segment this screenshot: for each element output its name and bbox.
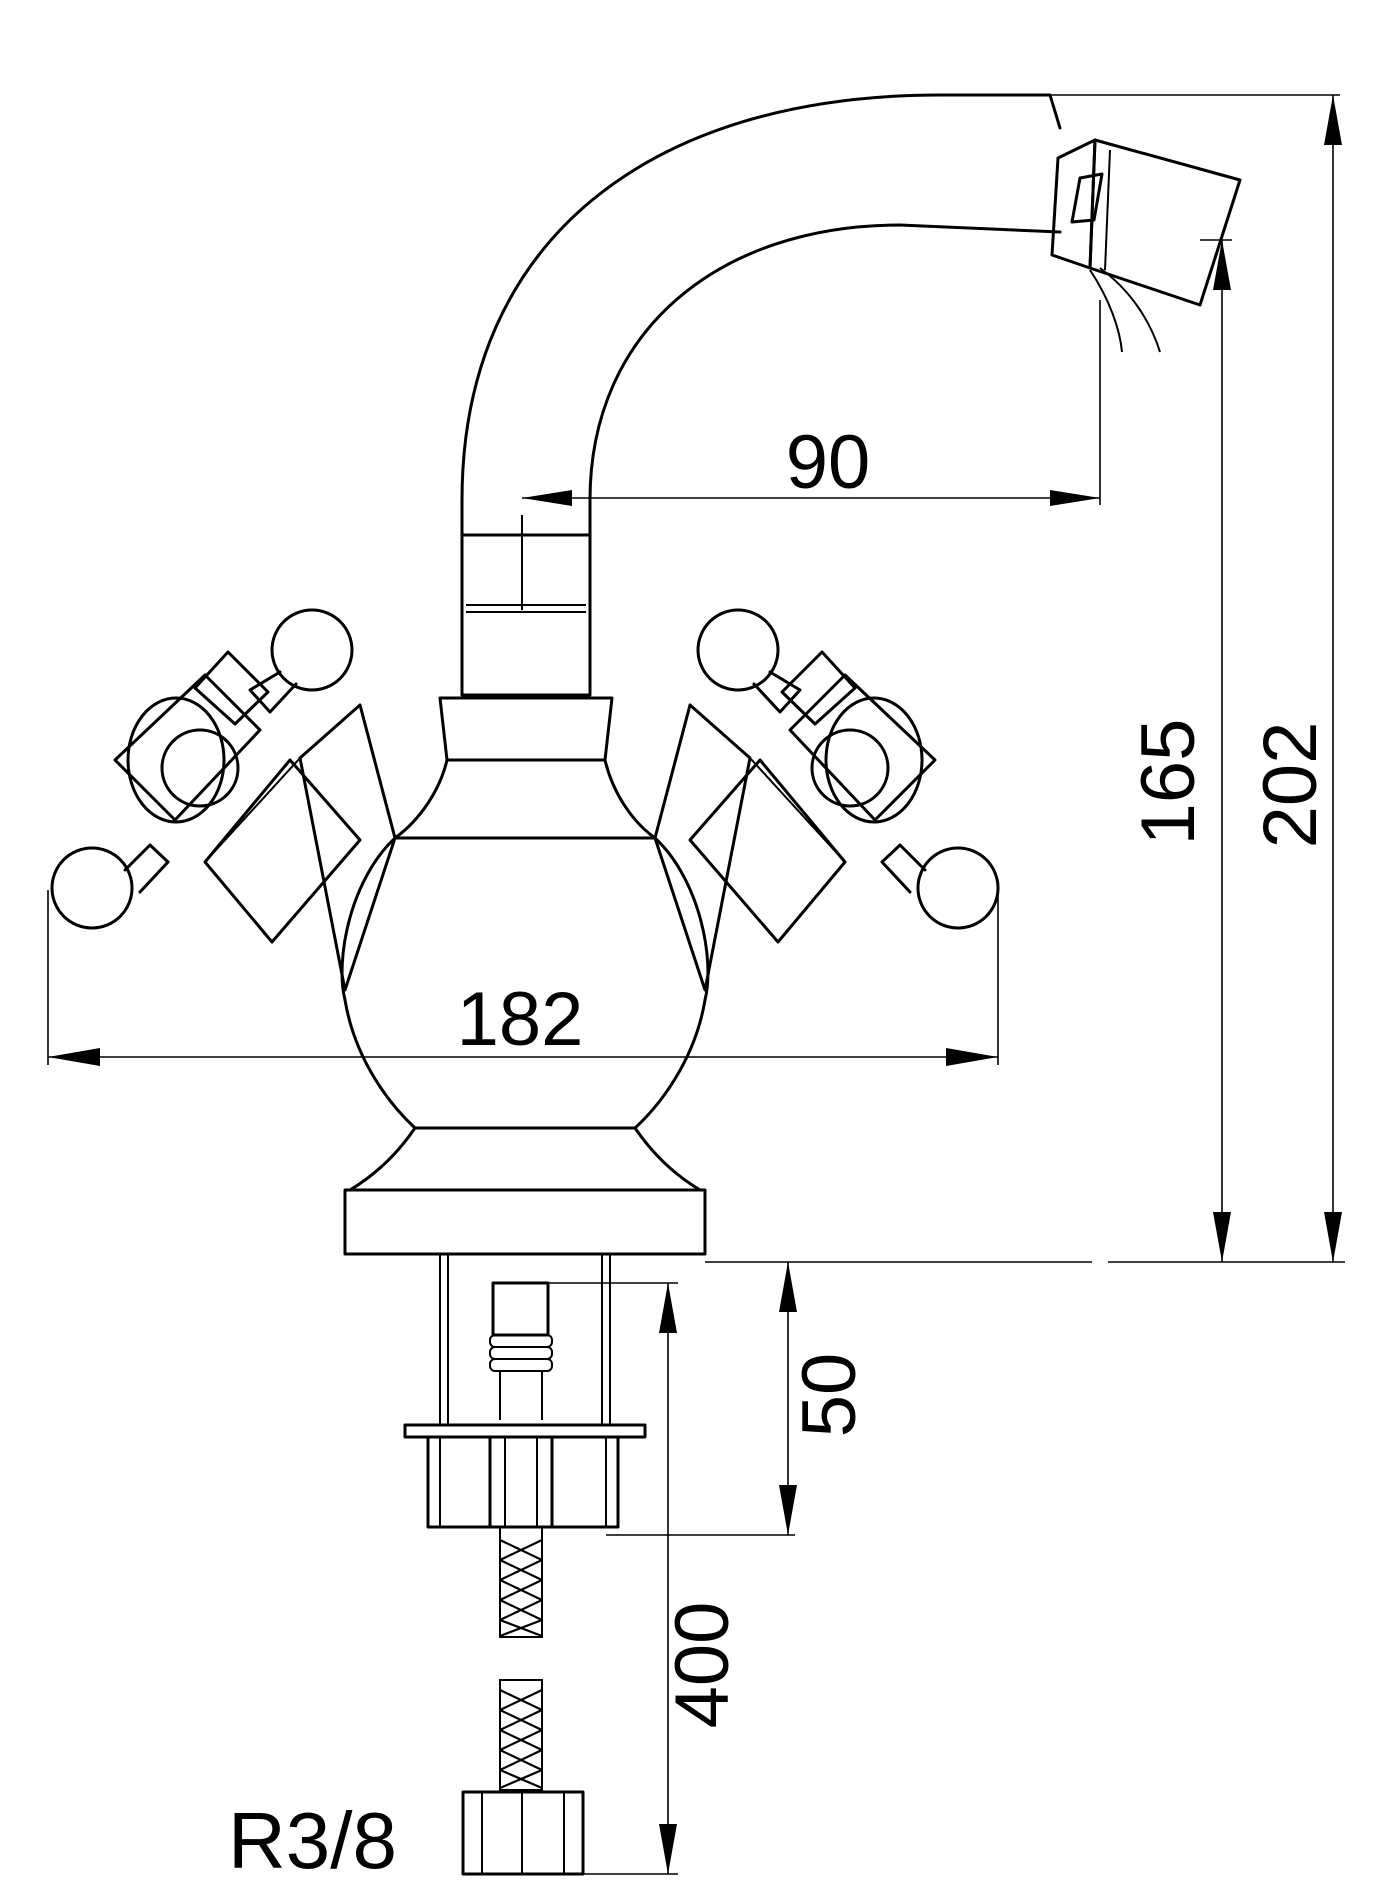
spray-head [1050,138,1242,353]
left-valve [203,703,397,992]
left-cross-handle [50,608,354,930]
hose-end-nut [461,1790,585,1876]
dim-label-400: 400 [660,1602,745,1729]
right-cross-handle [696,608,1000,930]
dimension-50 [606,1262,797,1536]
dimension-165 [1200,239,1232,1262]
dim-label-182: 182 [457,977,584,1062]
dimension-202 [940,94,1342,1262]
dim-label-90: 90 [786,420,871,505]
connection-thread-label: R3/8 [228,1796,397,1885]
dim-label-50: 50 [787,1353,872,1438]
flexible-hose [499,1526,543,1791]
dimension-182 [47,890,999,1066]
dimension-400 [548,1282,678,1875]
spout [460,93,1062,697]
dimension-90 [522,300,1101,506]
mixer-body [340,696,710,1256]
dim-label-165: 165 [1126,719,1211,846]
dim-label-202: 202 [1248,722,1333,849]
mounting-shank [403,1254,647,1529]
right-valve [653,703,847,992]
